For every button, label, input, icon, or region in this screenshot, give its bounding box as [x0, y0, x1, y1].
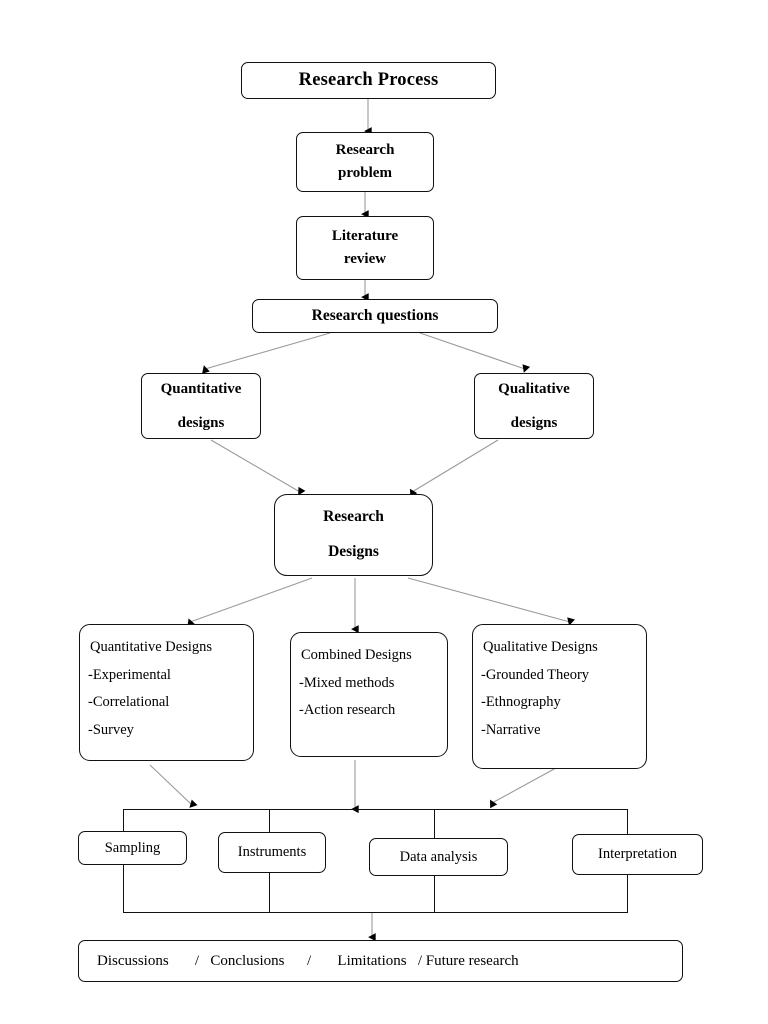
arrow-quant-detail-to-grid	[149, 764, 198, 808]
node-literature-review-line1: Literature	[331, 227, 399, 244]
arrow-quantitative-to-designs	[210, 439, 306, 496]
arrow-qual-detail-to-grid	[490, 767, 557, 809]
node-combined-detail-item-0: -Mixed methods	[299, 674, 395, 691]
node-interpretation-label: Interpretation	[598, 846, 677, 862]
node-research-designs-line2: Designs	[328, 543, 379, 560]
node-quantitative-designs-line2: designs	[177, 415, 225, 431]
node-research-problem-line1: Research	[335, 141, 395, 158]
arrow-designs-to-quant-detail	[187, 577, 313, 627]
node-data-analysis[interactable]: Data analysis	[369, 838, 508, 876]
node-instruments[interactable]: Instruments	[218, 832, 326, 873]
node-research-designs[interactable]: Research Designs	[274, 494, 433, 576]
arrow-designs-to-qual-detail	[407, 577, 575, 626]
node-research-process[interactable]: Research Process	[241, 62, 496, 99]
node-quantitative-designs[interactable]: Quantitative designs	[141, 373, 261, 439]
node-sampling[interactable]: Sampling	[78, 831, 187, 865]
node-quantitative-detail-heading: Quantitative Designs	[90, 639, 213, 655]
node-combined-detail[interactable]: Combined Designs -Mixed methods -Action …	[290, 632, 448, 757]
node-qualitative-designs-line2: designs	[510, 415, 558, 431]
node-literature-review[interactable]: Literature review	[296, 216, 434, 280]
node-quantitative-detail-item-2: -Survey	[88, 721, 134, 738]
node-quantitative-detail-item-0: -Experimental	[88, 666, 171, 683]
node-qualitative-designs[interactable]: Qualitative designs	[474, 373, 594, 439]
node-literature-review-line2: review	[343, 251, 387, 267]
node-research-problem-line2: problem	[338, 165, 392, 181]
node-quantitative-designs-line1: Quantitative	[160, 380, 242, 397]
node-sampling-label: Sampling	[104, 839, 161, 856]
node-research-process-label: Research Process	[298, 70, 439, 90]
node-qualitative-detail-item-2: -Narrative	[481, 721, 541, 738]
node-outcomes[interactable]: Discussions / Conclusions / Limitations …	[78, 940, 683, 982]
node-quantitative-detail[interactable]: Quantitative Designs -Experimental -Corr…	[79, 624, 254, 761]
node-research-questions[interactable]: Research questions	[252, 299, 498, 333]
node-research-problem[interactable]: Research problem	[296, 132, 434, 192]
node-data-analysis-label: Data analysis	[399, 848, 478, 865]
node-research-designs-line1: Research	[323, 508, 384, 526]
node-combined-detail-item-1: -Action research	[299, 702, 396, 718]
node-quantitative-detail-item-1: -Correlational	[88, 694, 170, 710]
node-interpretation[interactable]: Interpretation	[572, 834, 703, 875]
node-instruments-label: Instruments	[237, 844, 307, 860]
arrow-questions-to-quantitative	[202, 332, 331, 374]
node-qualitative-designs-line1: Qualitative	[498, 380, 570, 397]
node-combined-detail-heading: Combined Designs	[301, 647, 412, 663]
node-outcomes-label: Discussions / Conclusions / Limitations …	[97, 952, 519, 969]
node-qualitative-detail-heading: Qualitative Designs	[483, 639, 598, 655]
arrow-qualitative-to-designs	[409, 439, 499, 498]
node-research-questions-label: Research questions	[311, 307, 439, 324]
arrow-questions-to-qualitative	[419, 332, 531, 373]
node-qualitative-detail-item-0: -Grounded Theory	[481, 666, 590, 683]
node-qualitative-detail-item-1: -Ethnography	[481, 694, 561, 710]
node-qualitative-detail[interactable]: Qualitative Designs -Grounded Theory -Et…	[472, 624, 647, 769]
